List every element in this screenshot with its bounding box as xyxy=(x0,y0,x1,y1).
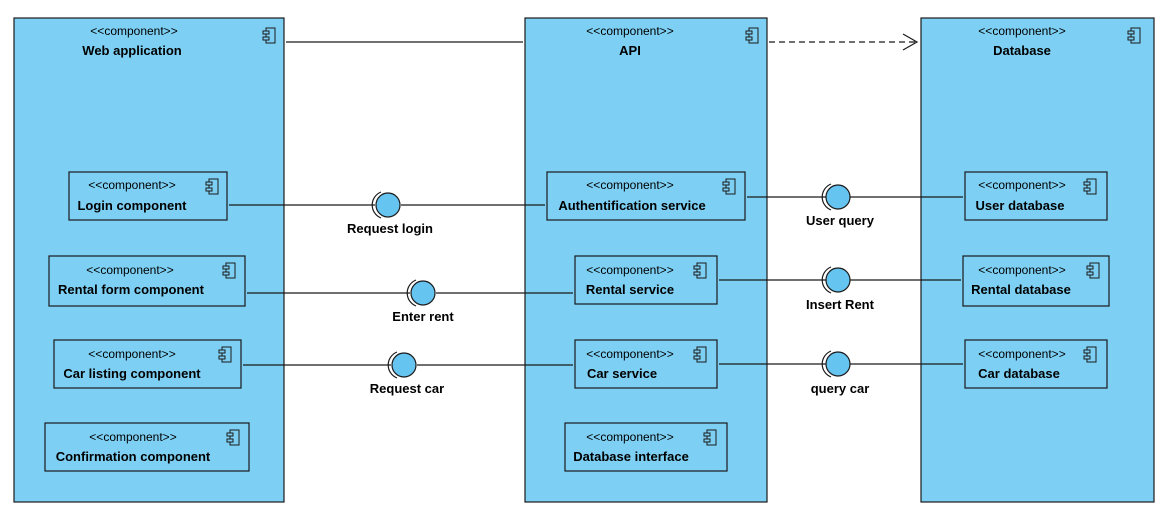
component-user-db[interactable]: <<component>> User database xyxy=(964,171,1108,221)
stereotype: <<component>> xyxy=(90,24,177,38)
container-title: Web application xyxy=(82,43,181,58)
component-login[interactable]: <<component>> Login component xyxy=(68,171,228,221)
stereotype: <<component>> xyxy=(978,347,1065,361)
interface-label: Enter rent xyxy=(392,309,454,324)
api-database-dependency[interactable] xyxy=(769,33,919,51)
interface-user-query[interactable]: User query xyxy=(747,183,963,228)
component-name: Authentification service xyxy=(558,198,705,213)
interface-label: Request car xyxy=(370,381,444,396)
component-confirmation[interactable]: <<component>> Confirmation component xyxy=(44,422,250,472)
component-name: Rental database xyxy=(971,282,1071,297)
stereotype: <<component>> xyxy=(978,263,1065,277)
interface-request-login[interactable]: Request login xyxy=(229,191,545,236)
interface-label: query car xyxy=(811,381,870,396)
component-name: Confirmation component xyxy=(56,449,211,464)
component-name: Rental service xyxy=(586,282,674,297)
component-name: Car service xyxy=(587,366,657,381)
interface-insert-rent[interactable]: Insert Rent xyxy=(719,266,961,312)
provided-interface-ball xyxy=(391,352,417,378)
component-rental-form[interactable]: <<component>> Rental form component xyxy=(48,255,246,307)
component-db-interface[interactable]: <<component>> Database interface xyxy=(564,422,728,472)
stereotype: <<component>> xyxy=(978,24,1065,38)
component-name: Database interface xyxy=(573,449,689,464)
container-title: API xyxy=(619,43,641,58)
stereotype: <<component>> xyxy=(586,178,673,192)
stereotype: <<component>> xyxy=(586,24,673,38)
interface-query-car[interactable]: query car xyxy=(719,350,963,396)
interface-label: Insert Rent xyxy=(806,297,875,312)
component-name: User database xyxy=(976,198,1065,213)
interface-request-car[interactable]: Request car xyxy=(243,351,573,396)
stereotype: <<component>> xyxy=(586,263,673,277)
stereotype: <<component>> xyxy=(978,178,1065,192)
component-car-service[interactable]: <<component>> Car service xyxy=(574,339,718,389)
provided-interface-ball xyxy=(825,184,851,210)
provided-interface-ball xyxy=(825,267,851,293)
stereotype: <<component>> xyxy=(86,263,173,277)
container-title: Database xyxy=(993,43,1051,58)
stereotype: <<component>> xyxy=(586,347,673,361)
component-car-listing[interactable]: <<component>> Car listing component xyxy=(53,339,242,389)
component-name: Login component xyxy=(77,198,187,213)
component-name: Car listing component xyxy=(63,366,201,381)
component-name: Rental form component xyxy=(58,282,205,297)
component-rental-db[interactable]: <<component>> Rental database xyxy=(962,255,1110,307)
component-auth-service[interactable]: <<component>> Authentification service xyxy=(546,171,746,221)
stereotype: <<component>> xyxy=(88,347,175,361)
component-car-db[interactable]: <<component>> Car database xyxy=(964,339,1108,389)
stereotype: <<component>> xyxy=(88,178,175,192)
component-rental-service[interactable]: <<component>> Rental service xyxy=(574,255,718,305)
interface-label: User query xyxy=(806,213,875,228)
interface-enter-rent[interactable]: Enter rent xyxy=(247,279,573,324)
provided-interface-ball xyxy=(375,192,401,218)
provided-interface-ball xyxy=(825,351,851,377)
stereotype: <<component>> xyxy=(586,430,673,444)
provided-interface-ball xyxy=(410,280,436,306)
stereotype: <<component>> xyxy=(89,430,176,444)
interface-label: Request login xyxy=(347,221,433,236)
component-name: Car database xyxy=(978,366,1060,381)
